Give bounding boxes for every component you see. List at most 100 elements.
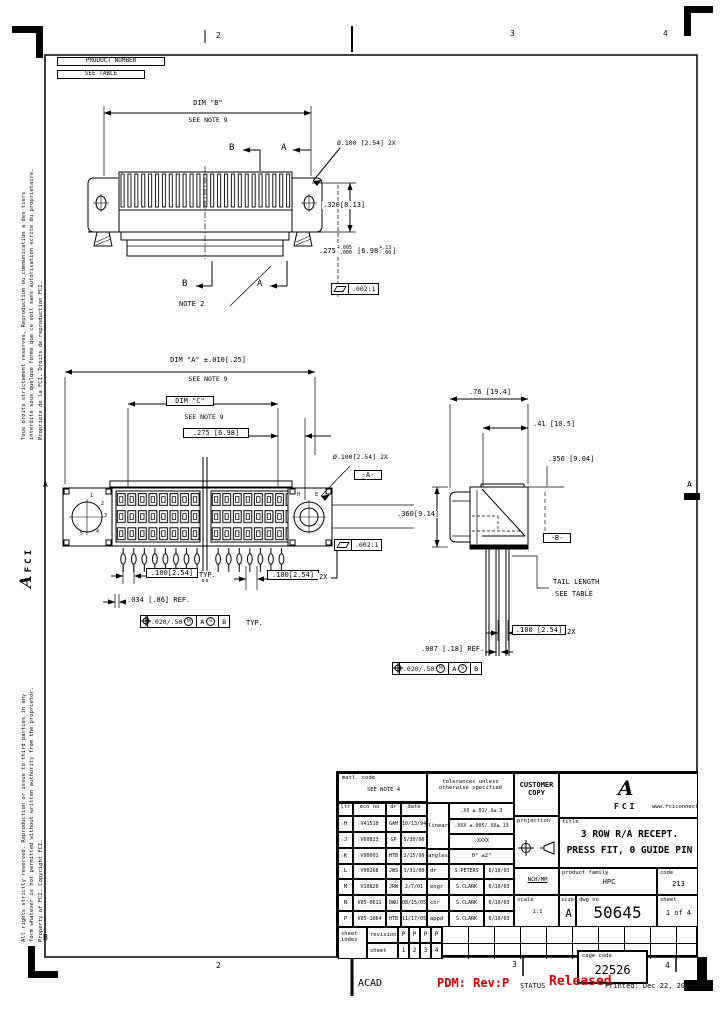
keying-mark-1: 1 [90, 493, 94, 499]
projection-label: projection [517, 818, 551, 824]
signoff-label: appd [427, 911, 449, 927]
rev-row-date: 2/7/01 [401, 879, 427, 895]
rev-col-dr: dr [386, 803, 401, 816]
matl-code-label: matl. code [342, 775, 376, 781]
ref-007: .007 [.18] REF. [420, 645, 486, 654]
title-cell: title 3 ROW R/A RECEPT. PRESS FIT, 0 GUI… [559, 818, 698, 868]
zone-fold-mark-right [684, 493, 700, 500]
rev-status-1: P [398, 927, 409, 943]
code-cell: code 213 [657, 868, 698, 895]
acad-label: ACAD [358, 978, 383, 989]
corner-mark-tr [684, 6, 713, 13]
position-typ-suffix: TYP. [245, 619, 264, 628]
sheet-num-2: 2 [409, 943, 420, 959]
keying-mark-2: 2 [101, 501, 105, 507]
rev-row-ecn: V90001 [353, 848, 386, 864]
hole-dia-top: Ø.100 [2.54] 2X [337, 139, 396, 147]
drawing-title-line2: PRESS FIT, 0 GUIDE PIN [566, 845, 693, 856]
zone-top-2: 2 [216, 31, 221, 40]
signoff-label: dr [427, 864, 449, 879]
title-label: title [562, 819, 579, 825]
dim-a-label: DIM "A" ±.010[.25] [148, 356, 268, 365]
rev-row-ecn: V41510 [353, 816, 386, 832]
tol-row-4: 0° ±2° [449, 849, 514, 864]
sheet-num-1: 1 [398, 943, 409, 959]
keying-mark-4: 4 [96, 529, 100, 535]
matl-code-value: SEE NOTE 4 [366, 787, 401, 793]
dim-c-box: DIM "C" [166, 396, 214, 407]
section-b-bottom: B [182, 279, 188, 289]
keying-mark-e: E [315, 492, 319, 498]
dim-275-tol: .275+.005-.000 [6.98+.13-.00] [318, 245, 398, 256]
signoff-name: S.CLARK [449, 911, 484, 927]
rev-row-ecn: V60823 [353, 832, 386, 848]
zone-bottom-3: 3 [512, 960, 517, 969]
code-value: 213 [672, 880, 685, 888]
pdm-rev-banner: PDM: Rev:P [437, 976, 510, 990]
signoff-date: 6/19/03 [484, 895, 514, 911]
rev-row-date: 5/30/96 [401, 832, 427, 848]
rev-row-dr: GP [386, 832, 401, 848]
zone-right-a: A [687, 480, 692, 489]
rev-row-ltr: N [338, 895, 353, 911]
rev-row-date: 1/31/00 [401, 864, 427, 879]
keying-mark-h: H [297, 492, 301, 498]
sheet-value: 1 of 4 [665, 909, 692, 917]
product-family-label: product family [562, 870, 609, 876]
ref-034: .034 [.86] REF. [126, 596, 192, 605]
cage-code-value: 22526 [594, 963, 631, 977]
rev-col-date: date [401, 803, 427, 816]
dim-320: .320[8.13] [322, 201, 367, 210]
dim-41: .41 [10.5] [532, 420, 577, 429]
title-block: matl. code SEE NOTE 4 ltr ecn no dr date… [336, 771, 698, 959]
pitch-2x-box: .100[2.54] [267, 570, 319, 581]
rev-row-date: 10/13/94 [401, 816, 427, 832]
rev-row-ltr: P [338, 911, 353, 927]
rev-row-dr: HTB [386, 911, 401, 927]
rev-row-date: 11/17/05 [401, 911, 427, 927]
margin-note-french: Tous droits strictement reserves. Reprod… [21, 168, 44, 440]
signoff-label: engr [427, 879, 449, 895]
flatness-frame-top: .002:1 [331, 283, 380, 295]
datum-b: -B- [543, 533, 571, 544]
rev-status-4: P [431, 927, 442, 943]
corner-mark-tr2 [684, 6, 691, 36]
corner-mark-tl [12, 26, 42, 33]
tail-length-see-table: SEE TABLE [555, 590, 593, 598]
margin-fci-logo: A FCI [16, 547, 35, 588]
cage-code-label: cage code [582, 953, 612, 959]
section-a-bottom: A [257, 279, 263, 289]
dim-356: .356 [9.04] [547, 455, 596, 464]
scale-label: scale [517, 897, 534, 903]
corner-mark-bl [28, 946, 35, 978]
rev-row-ecn: V10826 [353, 879, 386, 895]
dim-b-label: DIM "B" [176, 99, 240, 108]
corner-mark-bl2 [28, 971, 58, 978]
dim-b-note: SEE NOTE 9 [176, 116, 240, 125]
scale-cell: scale 1:1 [514, 895, 559, 927]
units-cell: NCH/MM [514, 868, 559, 895]
signoff-date: 6/19/03 [484, 879, 514, 895]
fci-logo-text: FCI [614, 802, 638, 811]
scale-value: 1:1 [532, 909, 543, 915]
dwg-no-label: dwg no [579, 897, 599, 903]
dim-c-note: SEE NOTE 9 [172, 413, 236, 422]
sheet-row-label: sheet [367, 943, 398, 959]
printed-date: Printed: Dec 22, 200 [605, 982, 690, 990]
rev-row-ltr: K [338, 848, 353, 864]
zone-left-a: A [43, 480, 48, 489]
keying-mark-3: 3 [104, 513, 108, 519]
status-value: Released [549, 974, 612, 989]
rev-status-3: P [420, 927, 431, 943]
signoff-name: S.PETERS [449, 864, 484, 879]
pitch-typ-box: .100[2.54] [146, 568, 198, 579]
projection-cell: projection [514, 816, 559, 868]
rev-row-ecn: V05-0611 [353, 895, 386, 911]
size-cell: size A [559, 895, 576, 927]
zone-bottom-2: 2 [216, 961, 221, 970]
position-icon [393, 663, 403, 674]
